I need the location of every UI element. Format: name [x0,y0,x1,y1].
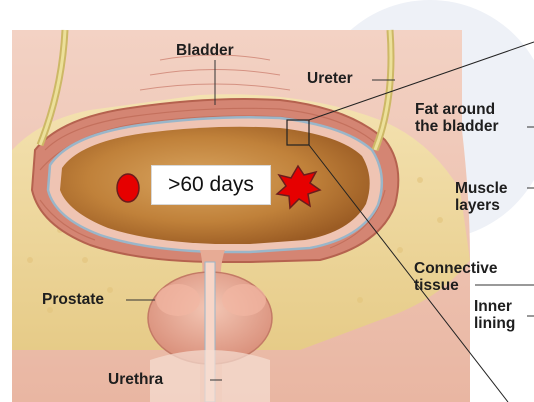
label-inner-line1: Inner [474,298,515,315]
label-inner-line2: lining [474,315,515,332]
label-prostate: Prostate [42,291,104,308]
label-ureter: Ureter [307,70,353,87]
label-fat-around-bladder: Fat around the bladder [415,101,499,135]
label-muscle-layers: Muscle layers [455,180,508,214]
label-muscle-line1: Muscle [455,180,508,197]
label-connective-line1: Connective [414,260,498,277]
label-fat-line1: Fat around [415,101,499,118]
label-connective-tissue: Connective tissue [414,260,498,294]
label-bladder: Bladder [176,42,234,59]
days-annotation: >60 days [151,165,271,205]
label-fat-line2: the bladder [415,118,499,135]
label-inner-lining: Inner lining [474,298,515,332]
lesion-left [117,174,139,202]
label-muscle-line2: layers [455,197,508,214]
label-connective-line2: tissue [414,277,498,294]
label-urethra: Urethra [108,371,163,388]
